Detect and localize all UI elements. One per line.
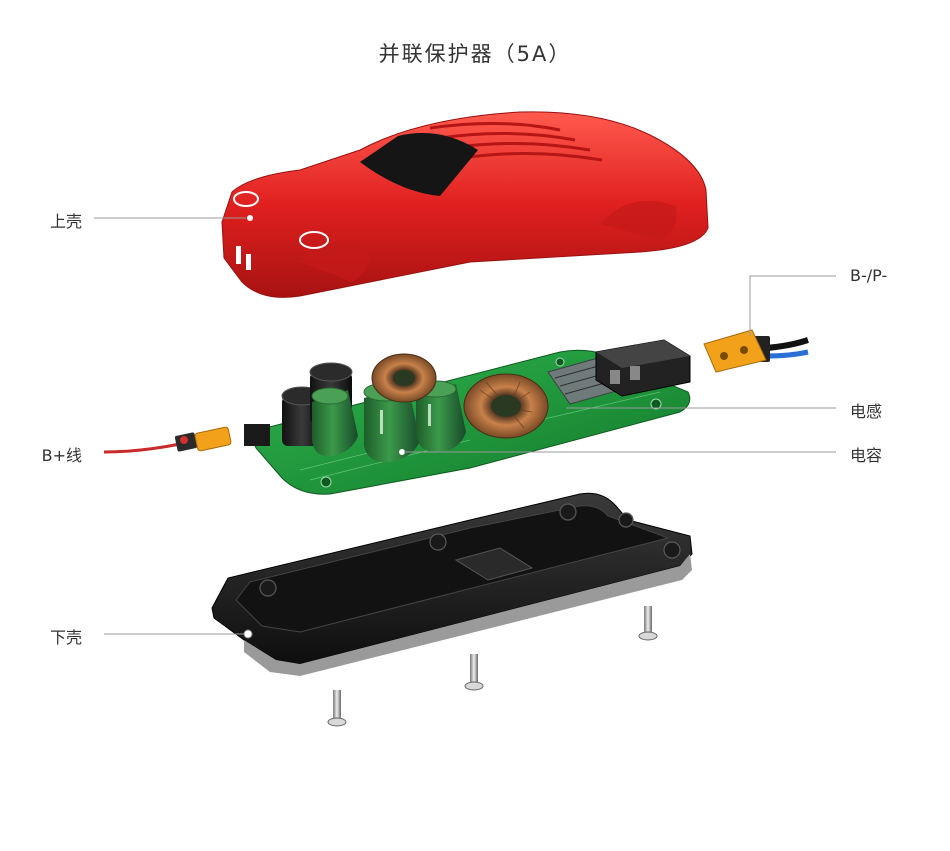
label-capacitor: 电容 xyxy=(850,446,883,465)
output-terminal-block xyxy=(595,339,691,397)
lower-shell xyxy=(211,492,693,676)
label-lower-shell: 下壳 xyxy=(49,628,82,647)
lower-shell-pointer-dot xyxy=(243,629,253,639)
toroidal-inductors xyxy=(371,353,549,439)
windshield xyxy=(360,133,478,196)
upper-shell-pointer-dot xyxy=(247,215,253,221)
screw xyxy=(464,654,484,691)
label-upper-shell: 上壳 xyxy=(49,212,82,231)
label-b-plus-wire: B+线 xyxy=(41,446,82,465)
leader-lines xyxy=(94,217,836,635)
screw xyxy=(327,690,347,727)
capacitor-pointer-dot xyxy=(399,449,405,455)
leader-line-b-minus xyxy=(749,275,836,336)
upper-shell xyxy=(221,111,709,298)
screw xyxy=(638,606,658,641)
page-title: 并联保护器（5A） xyxy=(378,42,572,66)
pcb-assembly xyxy=(244,339,691,495)
b-minus-connector xyxy=(703,329,767,373)
label-b-minus-p-minus: B-/P- xyxy=(850,266,888,285)
b-minus-p-minus-cable xyxy=(703,329,809,373)
b-plus-connector xyxy=(194,426,232,452)
b-plus-wire xyxy=(103,426,232,454)
label-inductor: 电感 xyxy=(850,402,883,421)
input-header xyxy=(244,424,270,446)
screws xyxy=(327,606,658,727)
